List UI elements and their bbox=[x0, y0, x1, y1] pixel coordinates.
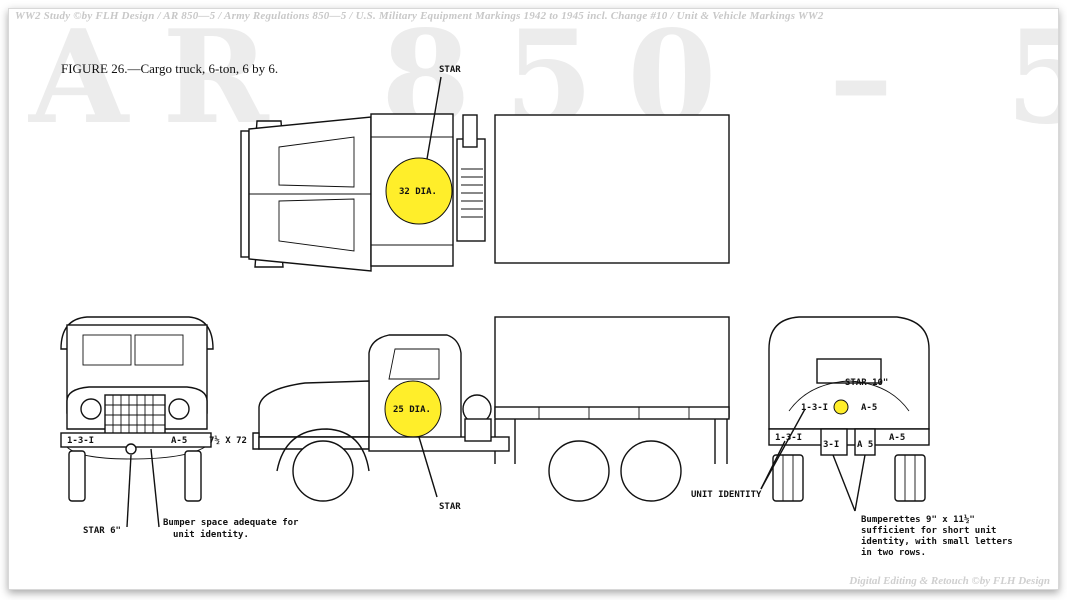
cargo-bed-top bbox=[494, 114, 730, 264]
bumperettes-note: Bumperettes 9" x 11½"sufficient for shor… bbox=[861, 514, 1013, 558]
rear-upper-left: 1-3-I bbox=[801, 403, 828, 413]
top-star-circle bbox=[385, 157, 453, 225]
side-front-fender bbox=[276, 428, 370, 472]
side-star-label: STAR bbox=[439, 502, 461, 512]
front-tire-right bbox=[184, 450, 202, 502]
side-canvas-cover bbox=[494, 316, 730, 418]
front-tire-left bbox=[68, 450, 86, 502]
rear-star-callout: STAR 10" bbox=[845, 378, 888, 388]
rear-window bbox=[816, 358, 882, 384]
side-cab-window bbox=[388, 348, 440, 380]
front-windshield-right bbox=[134, 334, 184, 366]
side-star-size: 25 DIA. bbox=[393, 405, 431, 415]
truck-drawing: 32 DIA. STAR bbox=[60, 65, 1013, 558]
rear-bumper-right-text: A-5 bbox=[889, 433, 905, 443]
rear-bumperette-left bbox=[820, 428, 848, 456]
side-bed-rail bbox=[494, 406, 730, 420]
top-view: 32 DIA. STAR bbox=[240, 65, 730, 272]
rear-upper-right: A-5 bbox=[861, 403, 877, 413]
side-star-leader bbox=[418, 436, 438, 498]
header-watermark: WW2 Study ©by FLH Design / AR 850—5 / Ar… bbox=[15, 10, 824, 22]
top-star-leader bbox=[426, 76, 442, 160]
side-wheel-rear bbox=[620, 440, 682, 502]
headlight-right bbox=[168, 398, 190, 420]
spare-tire-rack bbox=[456, 138, 486, 242]
top-star-label: STAR bbox=[439, 65, 461, 75]
footer-credit: Digital Editing & Retouch ©by FLH Design bbox=[849, 575, 1050, 587]
rear-bumperette-left-text: 3-I bbox=[823, 440, 839, 450]
front-bumper-dim: 7½ X 72 bbox=[209, 435, 247, 446]
rear-star-circle bbox=[833, 399, 849, 415]
figure-frame: AR 850 – 5 WW2 Study ©by FLH Design / AR… bbox=[8, 8, 1059, 590]
rear-view: 1-3-I A-5 STAR 10" 1-3-I A-5 3-I A 5 UNI… bbox=[691, 316, 1013, 558]
winch-top bbox=[462, 114, 478, 148]
side-hood bbox=[258, 380, 370, 438]
hood-panel-lower bbox=[278, 198, 355, 252]
unit-identity-label: UNIT IDENTITY bbox=[691, 490, 762, 500]
front-windshield-left bbox=[82, 334, 132, 366]
front-bumper-left-text: 1-3-I bbox=[67, 436, 94, 446]
front-star-leader bbox=[126, 454, 132, 528]
rear-bumper bbox=[768, 428, 930, 446]
side-wheel-mid bbox=[548, 440, 610, 502]
front-star-callout: STAR 6" bbox=[83, 526, 121, 536]
rear-tire-left bbox=[772, 454, 804, 502]
headlight-left bbox=[80, 398, 102, 420]
side-wheel-front bbox=[292, 440, 354, 502]
front-view: 1-3-I A-5 7½ X 72 STAR 6" Bumper space a… bbox=[60, 316, 299, 540]
side-view: 25 DIA. STAR bbox=[252, 316, 730, 512]
rear-tire-right bbox=[894, 454, 926, 502]
front-star-circle bbox=[125, 443, 137, 455]
top-star-size: 32 DIA. bbox=[399, 187, 437, 197]
rear-bumperette-right-text: A 5 bbox=[857, 440, 873, 450]
front-bumper-right-text: A-5 bbox=[171, 436, 187, 446]
figure-caption: FIGURE 26.—Cargo truck, 6-ton, 6 by 6. bbox=[61, 61, 279, 76]
front-bumper-top bbox=[240, 130, 250, 258]
hood-panel-upper bbox=[278, 136, 355, 188]
